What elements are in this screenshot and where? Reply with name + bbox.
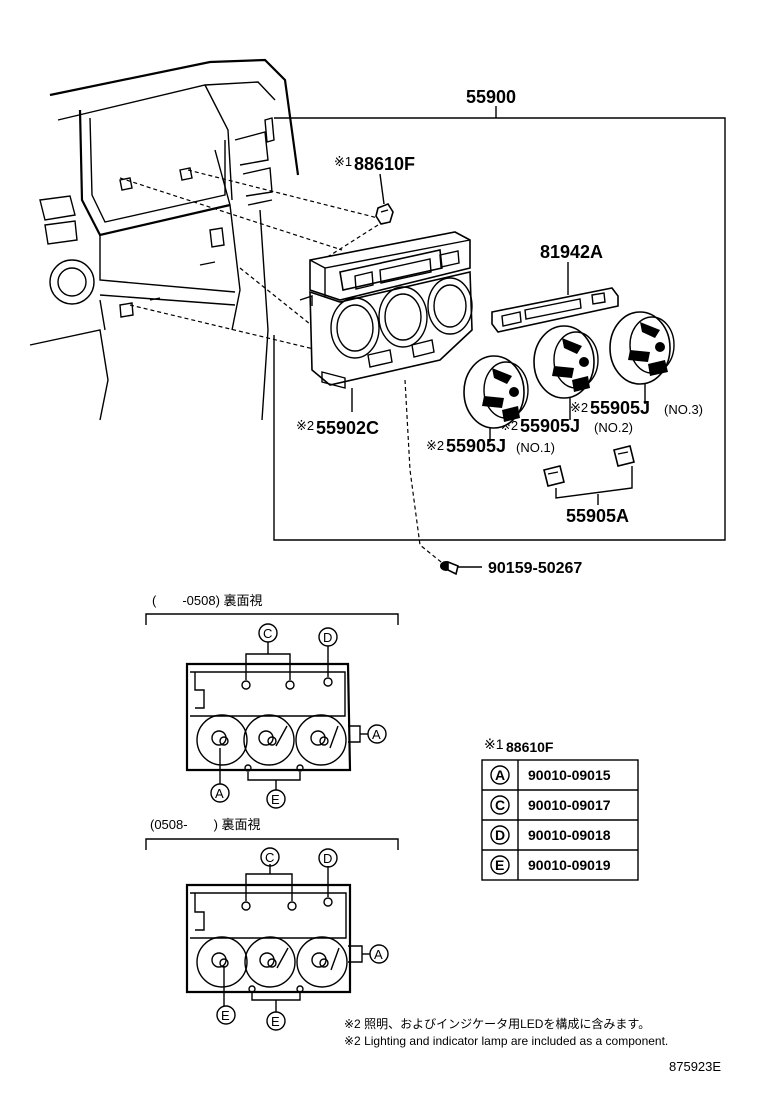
rear2-letter-c: C [265,850,274,865]
knob-no2-part: ※2 55905J (NO.2) [500,325,633,436]
rear1-letter-a-right: A [372,727,381,742]
callout-knob-no3: 55905J [590,398,650,418]
bulb-table-header: 88610F [506,739,554,755]
dashboard-illustration [29,58,300,421]
callout-switch-clip-mark: ※1 [334,154,352,169]
callout-knob-no1: 55905J [446,436,506,456]
callout-knob-no1-suffix: (NO.1) [516,440,555,455]
assembly-box: 55900 [273,87,726,541]
bulb-table-row: D 90010-09018 [490,825,611,845]
bulb-table: ※1 88610F A 90010-09015 C 90010-09017 D … [481,736,639,881]
callout-knob-no3-suffix: (NO.3) [664,402,703,417]
note-english: ※2 Lighting and indicator lamp are inclu… [344,1034,668,1048]
rear1-letter-c: C [263,626,272,641]
knob-no1-part: ※2 55905J (NO.1) [426,355,555,456]
rear-view-1: ( -0508) 裏面視 C D A A [145,593,399,809]
panel-plate-part: 81942A [491,242,619,333]
rear2-letter-e: E [271,1014,280,1029]
bulb-table-row: E 90010-09019 [490,855,611,875]
knob-pair-part: 55905A [543,445,635,526]
bulb-table-header-mark: ※1 [484,736,504,752]
switch-clip-part: ※1 88610F [334,154,415,225]
rear2-letter-a-right: A [374,947,383,962]
screw-part: 90159-50267 [440,560,582,577]
bulb-table-part: 90010-09015 [528,767,611,783]
bulb-table-letter: A [495,767,505,783]
rear1-letter-d: D [323,630,332,645]
rear1-letter-a-bottom: A [215,786,224,801]
bulb-table-part: 90010-09018 [528,827,611,843]
rear2-letter-e-bottom: E [221,1008,230,1023]
callout-switch-clip: 88610F [354,154,415,174]
callout-knob-no2-suffix: (NO.2) [594,420,633,435]
callout-knob-no1-mark: ※2 [426,438,444,453]
rear-view-1-caption: ( -0508) 裏面視 [152,593,263,608]
bulb-table-part: 90010-09019 [528,857,611,873]
bulb-table-part: 90010-09017 [528,797,611,813]
callout-knob-no3-mark: ※2 [570,400,588,415]
bulb-table-row: A 90010-09015 [490,765,611,785]
callout-assembly: 55900 [466,87,516,107]
callout-panel-plate: 81942A [540,242,603,262]
bulb-table-letter: C [495,797,505,813]
callout-control-panel: 55902C [316,418,379,438]
figure-id: 875923E [669,1059,721,1074]
rear-view-2: (0508- ) 裏面視 C D A E [145,817,399,1031]
bulb-table-row: C 90010-09017 [490,795,611,815]
control-panel-part: ※2 55902C [296,231,473,438]
bulb-table-letter: D [495,827,505,843]
callout-control-panel-mark: ※2 [296,418,314,433]
leader-lines [119,169,447,567]
rear-view-2-caption: (0508- ) 裏面視 [150,817,261,832]
callout-screw: 90159-50267 [488,560,582,577]
rear1-letter-e: E [271,792,280,807]
callout-knob-pair: 55905A [566,506,629,526]
bulb-table-letter: E [495,857,504,873]
callout-knob-no2: 55905J [520,416,580,436]
rear2-letter-d: D [323,851,332,866]
note-japanese: ※2 照明、およびインジケータ用LEDを構成に含みます。 [344,1016,650,1031]
knob-no3-part: ※2 55905J (NO.3) [570,311,703,418]
